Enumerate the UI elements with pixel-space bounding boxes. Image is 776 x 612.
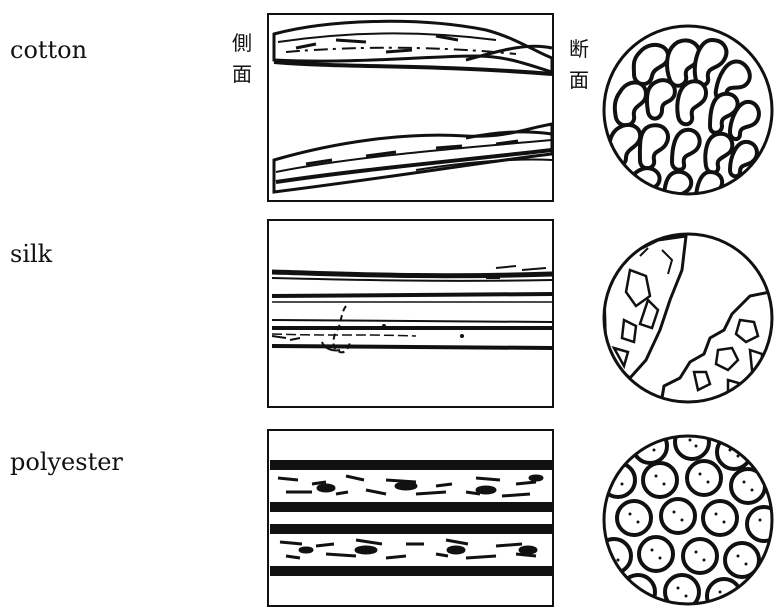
silk-side-view (266, 218, 556, 410)
cross-section-label-char-1: 断 (567, 34, 591, 65)
fiber-label-silk: silk (10, 240, 52, 268)
silk-cross-section (600, 230, 776, 406)
cross-section-label: 断 面 (567, 34, 591, 96)
cross-section-label-char-2: 面 (567, 65, 591, 96)
cotton-side-view (266, 12, 556, 204)
fiber-label-polyester: polyester (10, 448, 123, 476)
side-view-label-char-2: 面 (230, 59, 254, 90)
fiber-label-cotton: cotton (10, 36, 87, 64)
polyester-side-view (266, 428, 556, 610)
cotton-cross-section (600, 22, 776, 198)
polyester-cross-section (600, 432, 776, 608)
side-view-label-char-1: 側 (230, 28, 254, 59)
side-view-label: 側 面 (230, 28, 254, 90)
